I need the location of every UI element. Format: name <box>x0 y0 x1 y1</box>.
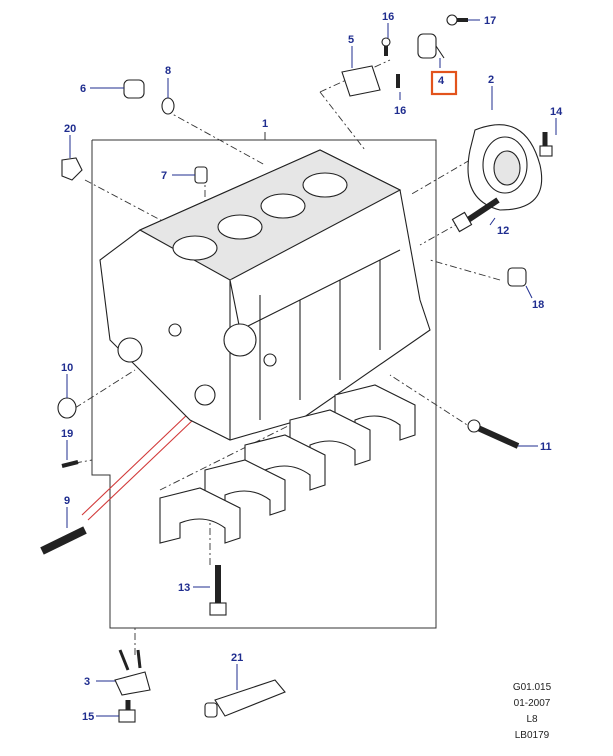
callout-16-bottom[interactable]: 16 <box>394 105 406 117</box>
bolt-14 <box>539 132 553 157</box>
callout-7[interactable]: 7 <box>161 170 167 182</box>
callout-11[interactable]: 11 <box>540 441 552 453</box>
sealant-tube-21 <box>204 679 286 718</box>
bearing-caps <box>159 384 416 544</box>
reference-sheet: LB0179 <box>515 730 550 741</box>
callout-3[interactable]: 3 <box>84 676 90 688</box>
bolt-15 <box>118 700 136 723</box>
callout-9[interactable]: 9 <box>64 495 70 507</box>
bracket-5 <box>341 65 381 97</box>
red-leaders <box>81 411 196 521</box>
pin-9 <box>40 526 87 555</box>
sensor-4 <box>417 33 445 59</box>
jet-3 <box>114 649 151 696</box>
callout-6[interactable]: 6 <box>80 83 86 95</box>
callout-15[interactable]: 15 <box>82 711 94 723</box>
callout-19[interactable]: 19 <box>61 428 73 440</box>
callout-17[interactable]: 17 <box>484 15 496 27</box>
dowel-7 <box>194 166 208 184</box>
callout-1[interactable]: 1 <box>262 118 268 130</box>
sensor-20 <box>61 157 83 181</box>
reference-code: G01.015 <box>513 682 552 693</box>
reference-block: G01.015 01-2007 L8 LB0179 <box>513 682 552 741</box>
bolt-19 <box>61 460 79 468</box>
seal-10 <box>57 397 77 419</box>
washer-8 <box>161 97 175 115</box>
callout-12[interactable]: 12 <box>497 225 509 237</box>
callout-20[interactable]: 20 <box>64 123 76 135</box>
callout-leaders <box>66 19 557 717</box>
bolt-12 <box>451 197 500 233</box>
bolt-16-top <box>381 37 391 56</box>
plug-6 <box>123 79 145 99</box>
reference-date: 01-2007 <box>514 698 551 709</box>
callout-2[interactable]: 2 <box>488 74 494 86</box>
callout-16-top[interactable]: 16 <box>382 11 394 23</box>
cylinder-block <box>99 149 431 441</box>
callout-18[interactable]: 18 <box>532 299 544 311</box>
bolt-11 <box>467 419 520 449</box>
callout-10[interactable]: 10 <box>61 362 73 374</box>
callout-14[interactable]: 14 <box>550 106 563 118</box>
bolt-17 <box>446 14 468 26</box>
bolt-13 <box>209 565 227 616</box>
callout-13[interactable]: 13 <box>178 582 190 594</box>
callout-5[interactable]: 5 <box>348 34 354 46</box>
dowel-18 <box>507 267 527 287</box>
reference-model: L8 <box>526 714 538 725</box>
block-frame <box>91 132 437 629</box>
callout-4[interactable]: 4 <box>438 75 445 87</box>
selected-part-highlight <box>430 70 458 96</box>
callout-8[interactable]: 8 <box>165 65 171 77</box>
oil-seal-housing <box>467 124 543 211</box>
callout-21[interactable]: 21 <box>231 652 243 664</box>
callouts: 1 2 3 4 5 6 7 8 9 10 11 12 13 14 15 16 1… <box>61 11 563 723</box>
